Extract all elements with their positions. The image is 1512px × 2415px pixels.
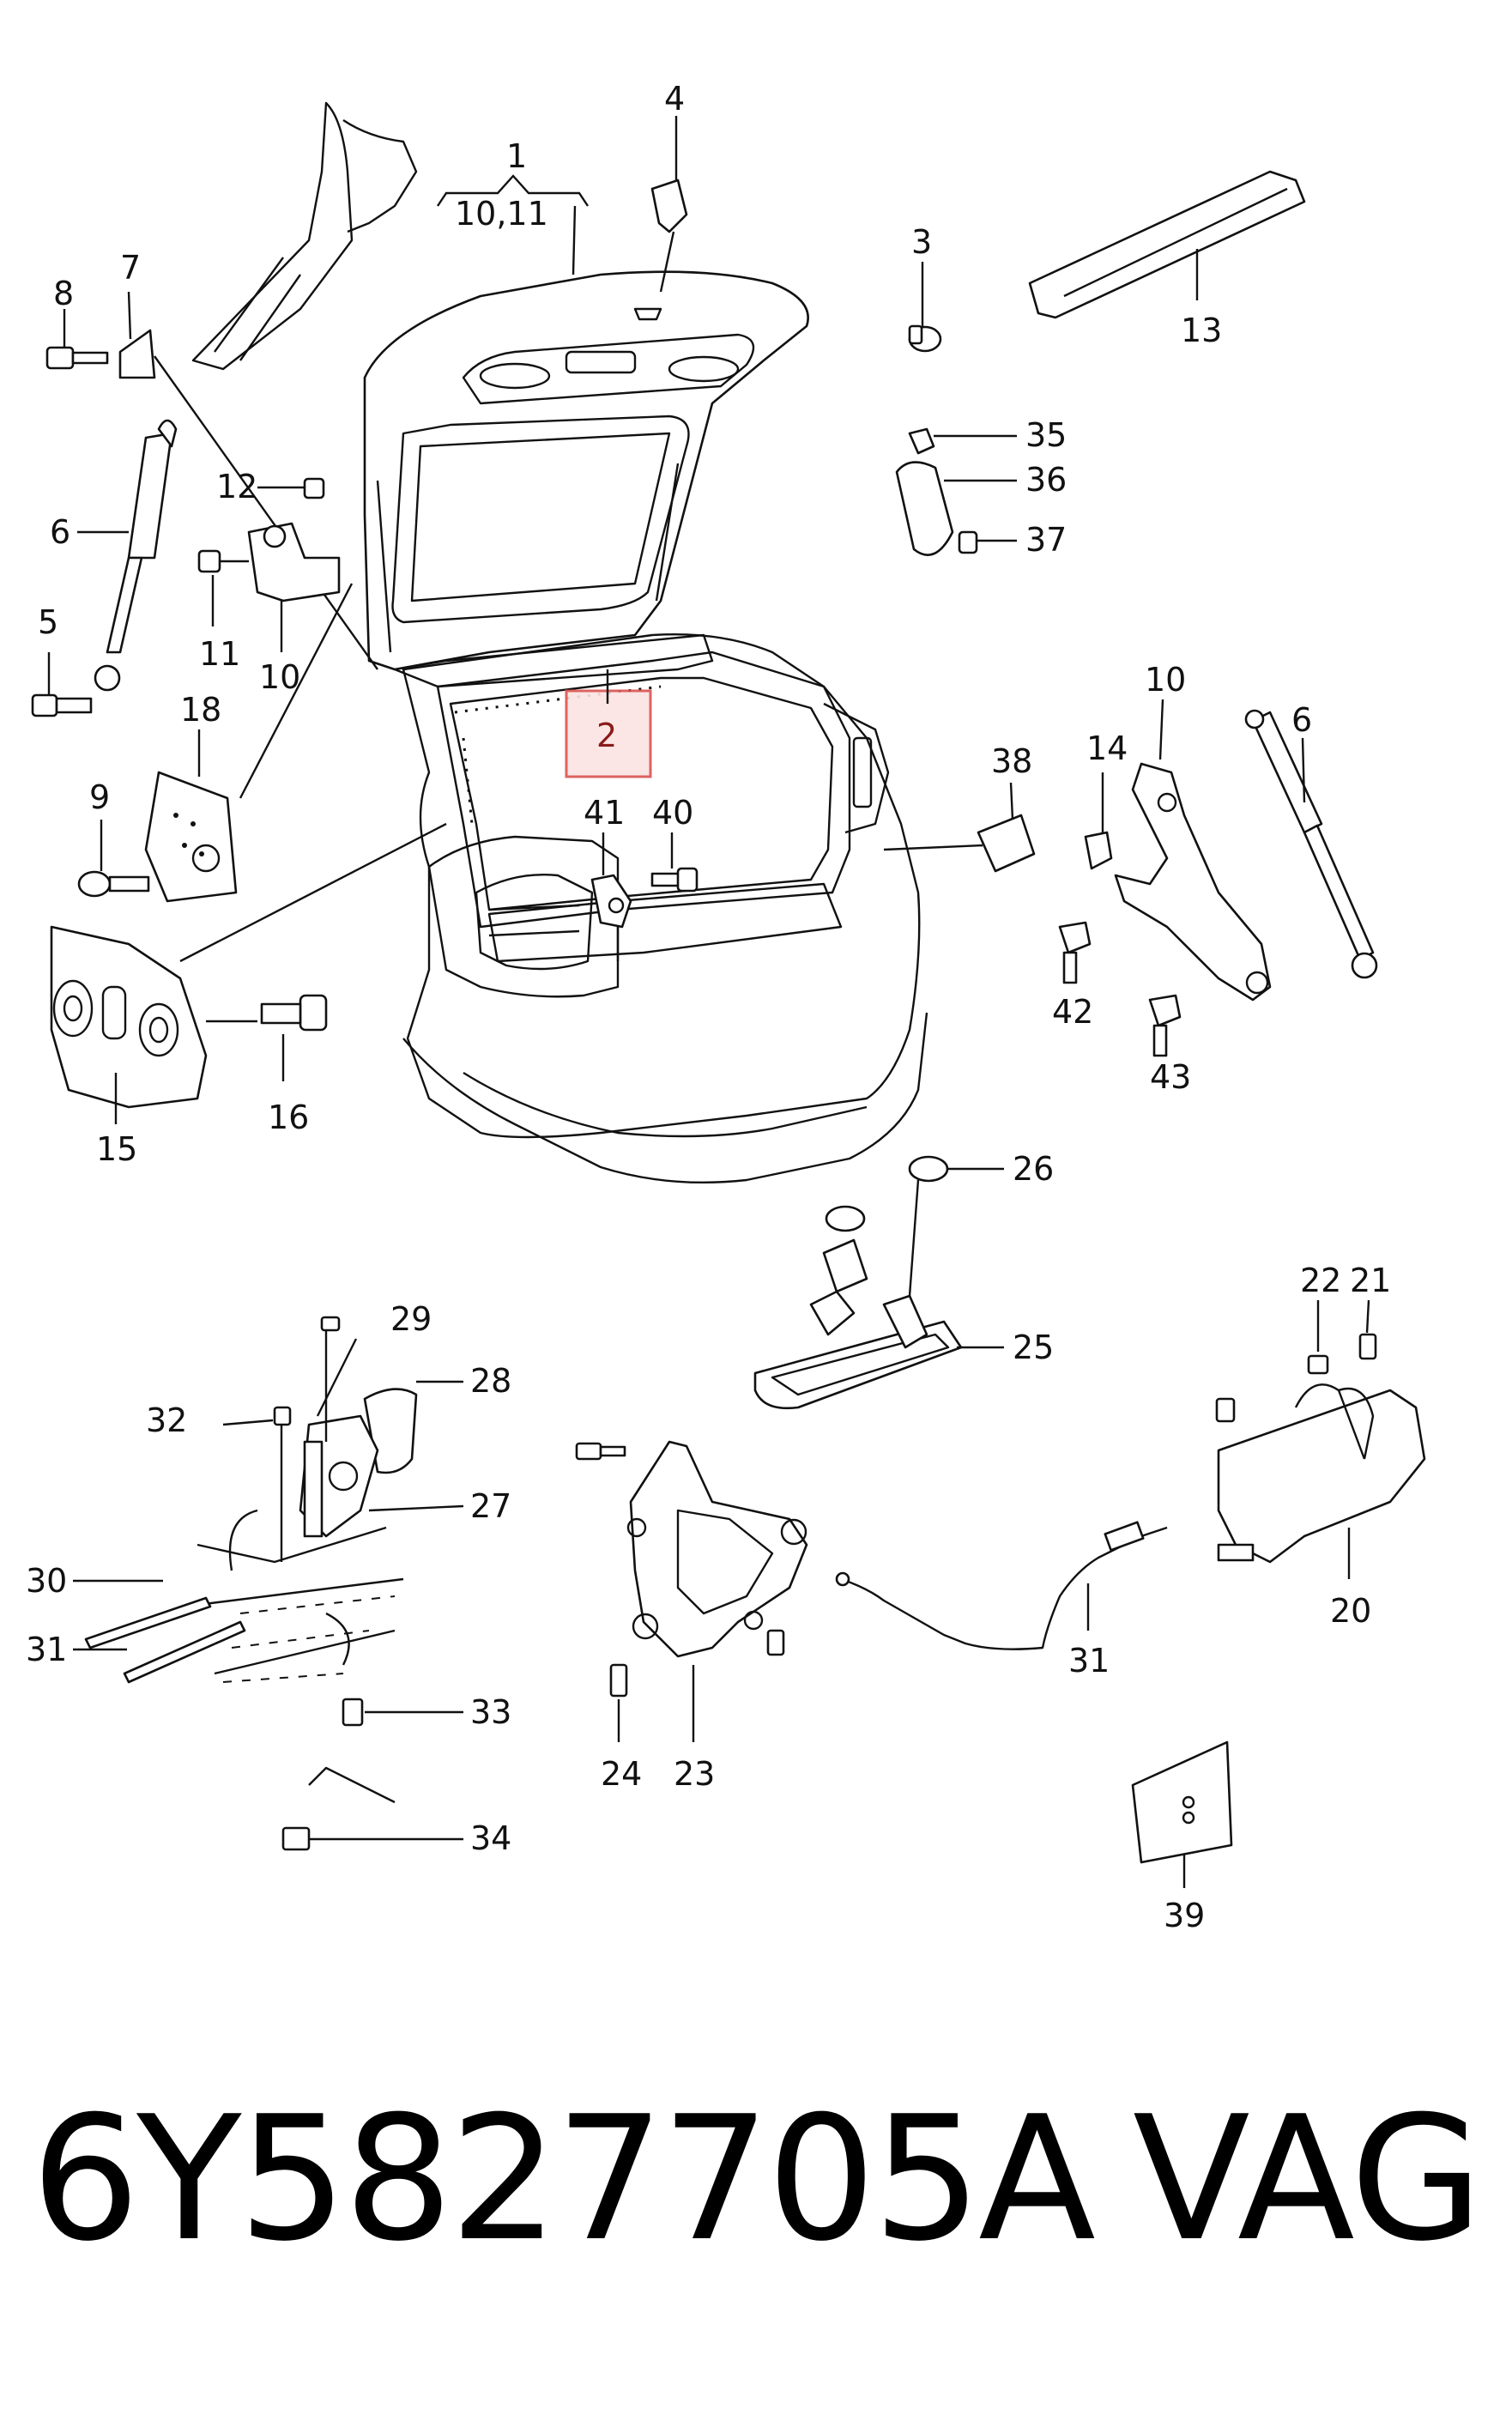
callout-41: 41 (584, 794, 625, 832)
parts-diagram: 2 1 10,11 7 8 6 5 (26, 80, 1426, 1934)
bracket-41-bolt-40 (590, 832, 699, 961)
hinge-bracket-7 (118, 291, 156, 379)
callout-14: 14 (1086, 729, 1128, 767)
bolt-43-icon (1148, 994, 1182, 1057)
callout-27: 27 (470, 1487, 511, 1525)
callout-20: 20 (1330, 1592, 1371, 1630)
screw-9-icon (77, 820, 150, 898)
brand-name: VAG (1133, 2079, 1483, 2279)
cable-31-right (835, 1521, 1168, 1650)
callout-7: 7 (120, 249, 141, 287)
callout-25: 25 (1013, 1329, 1054, 1366)
label-sticker-39 (1131, 1740, 1233, 1888)
gas-strut-6-left (77, 419, 178, 692)
latch-20 (1215, 1299, 1426, 1579)
hinge-10-right (1084, 699, 1272, 1002)
callout-33: 33 (470, 1693, 511, 1731)
callout-39: 39 (1164, 1897, 1205, 1934)
lamp-housing-15 (50, 822, 447, 1124)
tailgate-assembly (363, 270, 809, 688)
car-body-rear (402, 632, 928, 1184)
callout-12: 12 (216, 468, 257, 505)
callout-24: 24 (601, 1755, 642, 1793)
lock-23 (575, 1440, 808, 1742)
callout-18: 18 (180, 691, 221, 729)
part-number: 6Y5827705A (31, 2079, 1096, 2279)
pad-38 (883, 782, 1036, 873)
gas-strut-6-right (1244, 709, 1378, 979)
bolt-16-icon (206, 994, 328, 1081)
strap-35-36-37 (895, 427, 1017, 556)
callout-37: 37 (1025, 521, 1067, 559)
callout-35: 35 (1025, 416, 1067, 454)
callout-6-left: 6 (50, 513, 70, 551)
callout-32: 32 (146, 1401, 187, 1439)
callout-11: 11 (199, 635, 240, 673)
callout-31-right: 31 (1068, 1642, 1110, 1680)
callout-22: 22 (1300, 1262, 1341, 1299)
callout-26: 26 (1013, 1150, 1054, 1188)
callout-23: 23 (674, 1755, 715, 1793)
clip-3-icon (908, 262, 942, 353)
callout-34: 34 (470, 1819, 511, 1857)
callout-15: 15 (96, 1130, 137, 1168)
spoiler-13 (1028, 170, 1306, 319)
callout-42: 42 (1052, 993, 1093, 1031)
callout-38: 38 (991, 742, 1032, 780)
callout-36: 36 (1025, 461, 1067, 499)
callout-10-left: 10 (259, 658, 300, 696)
callout-3: 3 (911, 223, 932, 261)
callout-16: 16 (268, 1099, 309, 1136)
cover-18 (144, 583, 354, 903)
callout-31-left: 31 (26, 1631, 67, 1668)
callout-13: 13 (1181, 312, 1222, 349)
callout-10-right: 10 (1145, 661, 1186, 699)
callout-2: 2 (596, 717, 617, 754)
hinge-10-left (197, 477, 341, 652)
callout-1-group: 1 10,11 (437, 137, 589, 275)
callout-1: 1 (506, 137, 527, 175)
callout-6-right: 6 (1291, 701, 1312, 739)
screw-5-icon (31, 652, 93, 717)
callout-29: 29 (390, 1300, 432, 1338)
handle-25-nut-26 (753, 1155, 1004, 1410)
callout-40: 40 (652, 794, 693, 832)
nut-4-icon (650, 116, 688, 293)
callout-1-sub: 10,11 (455, 195, 548, 233)
callout-5: 5 (38, 603, 58, 641)
release-mechanism (73, 1316, 464, 1851)
callout-4: 4 (664, 80, 685, 118)
callout-21: 21 (1350, 1262, 1391, 1299)
callout-43: 43 (1150, 1058, 1191, 1096)
callout-8: 8 (53, 275, 74, 312)
pillar-trim (191, 101, 418, 371)
callout-28: 28 (470, 1362, 511, 1400)
callout-30: 30 (26, 1562, 67, 1600)
callout-9: 9 (89, 778, 110, 816)
bolt-8-icon (45, 309, 109, 370)
bolt-42-icon (1058, 921, 1092, 984)
